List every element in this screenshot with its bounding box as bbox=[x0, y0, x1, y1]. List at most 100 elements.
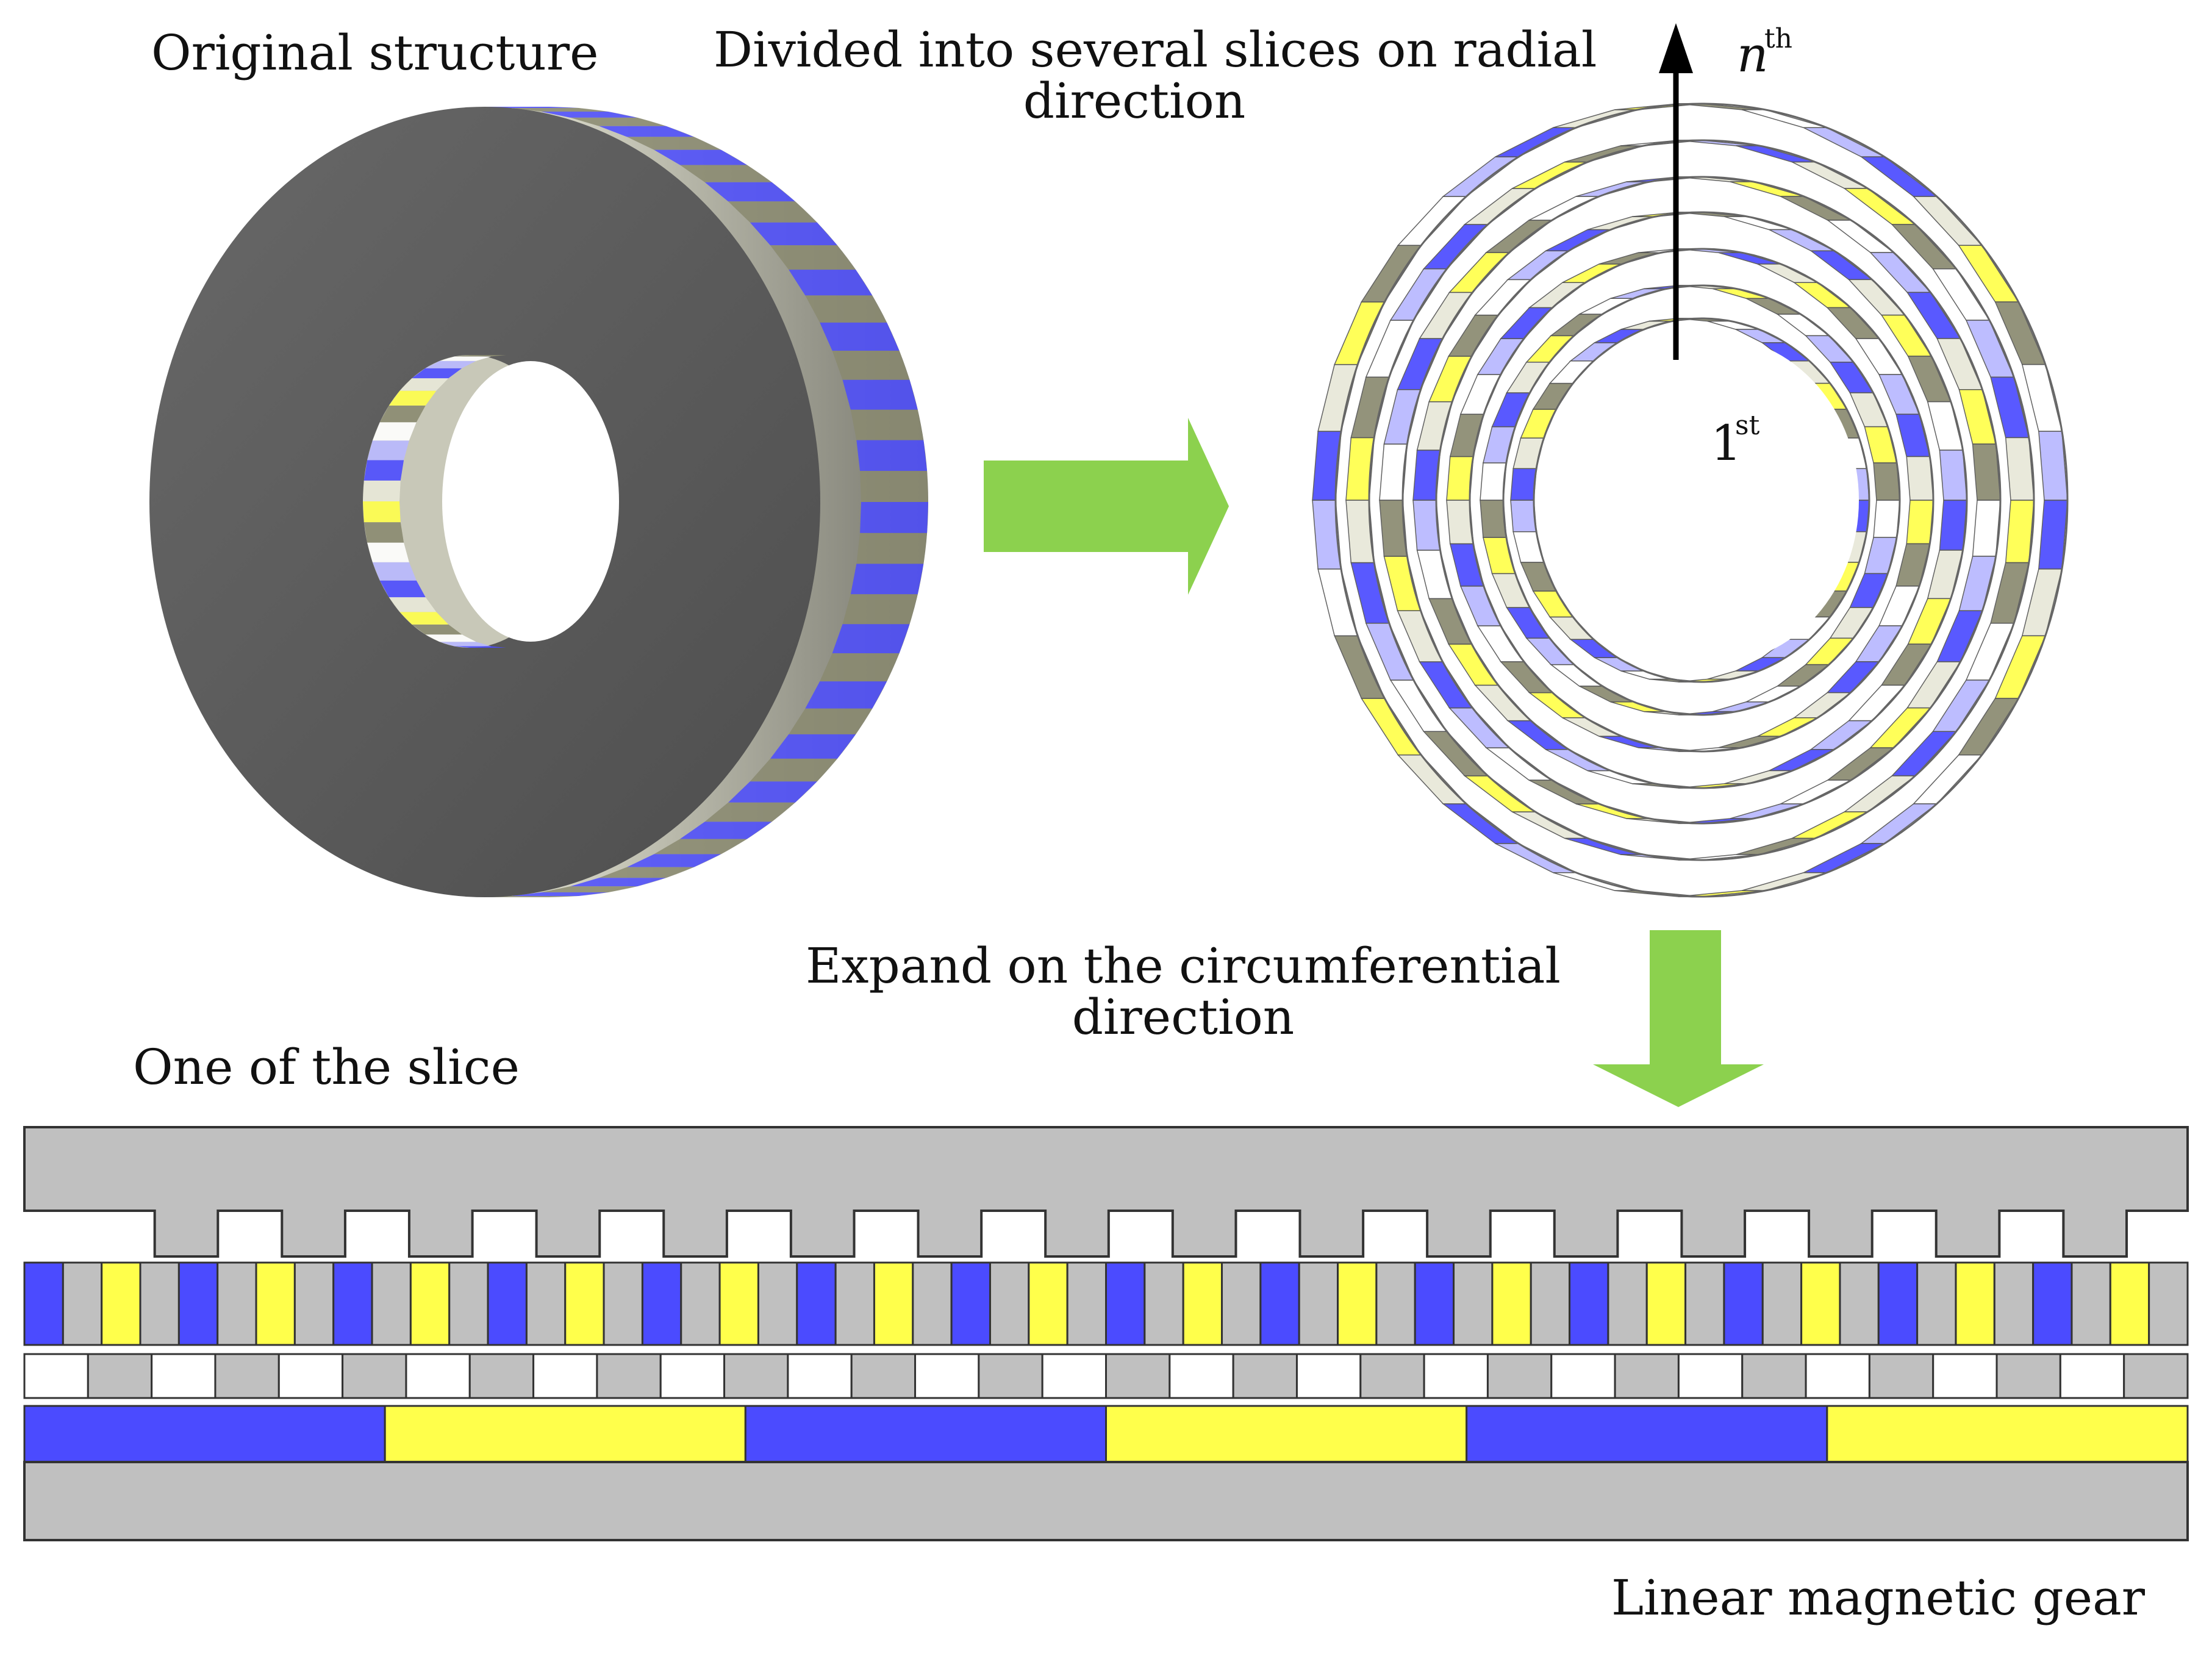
ring-segment bbox=[1907, 356, 1952, 403]
bore-stripe bbox=[379, 580, 426, 598]
gear-magnet-cell bbox=[1723, 1261, 1764, 1346]
rim-stripe bbox=[570, 878, 667, 887]
gear-pole-piece bbox=[2059, 1353, 2125, 1399]
bore-stripe bbox=[454, 355, 506, 357]
gear-pole-piece bbox=[659, 1353, 726, 1399]
gear-magnet-cell bbox=[873, 1261, 914, 1346]
ring-segment bbox=[1803, 127, 1885, 157]
ring-outline bbox=[1401, 176, 2002, 825]
gear-pole-piece bbox=[1359, 1353, 1425, 1399]
bore-stripe bbox=[363, 460, 404, 481]
ring-outline bbox=[1334, 102, 2069, 898]
gear-magnet-cell bbox=[757, 1261, 798, 1346]
gear-pole-piece bbox=[23, 1353, 89, 1399]
bore-stripe bbox=[363, 522, 404, 543]
label-expand-line1: Expand on the circumferential bbox=[805, 937, 1561, 994]
gear-bottom-magnet bbox=[1466, 1405, 1828, 1463]
ring-segment bbox=[1741, 109, 1827, 128]
ring-segment bbox=[1506, 720, 1570, 750]
gear-pole-piece bbox=[1041, 1353, 1108, 1399]
bore-stripe bbox=[425, 634, 476, 642]
ring-segment bbox=[1855, 338, 1903, 375]
gear-pole-piece bbox=[723, 1353, 789, 1399]
gear-pole-piece bbox=[850, 1353, 917, 1399]
ring-segment bbox=[1878, 586, 1920, 626]
ring-segment bbox=[1532, 382, 1574, 410]
ring-segment bbox=[1906, 500, 1934, 545]
rim-stripe bbox=[789, 270, 873, 296]
ring-segment bbox=[1907, 598, 1952, 645]
rim-stripe bbox=[704, 802, 795, 822]
ring-outline bbox=[1368, 139, 2035, 861]
ring-segment bbox=[1491, 392, 1531, 428]
gear-pole-piece bbox=[1995, 1353, 2061, 1399]
gear-magnet-cell bbox=[718, 1261, 759, 1346]
ring-segment bbox=[1480, 462, 1507, 501]
ring-segment bbox=[1548, 360, 1595, 384]
gear-pole-piece bbox=[2123, 1353, 2189, 1399]
bore-stripe bbox=[399, 612, 449, 625]
ring-outline bbox=[1435, 211, 1968, 789]
gear-magnet-cell bbox=[371, 1261, 412, 1346]
ring-segment bbox=[1491, 573, 1531, 608]
label-expand: Expand on the circumferential direction bbox=[805, 941, 1561, 1043]
ring-segment bbox=[1448, 252, 1511, 293]
ring-segment bbox=[1792, 811, 1868, 839]
gear-pole-piece bbox=[1868, 1353, 1935, 1399]
ring-segment bbox=[1548, 616, 1595, 640]
original-disk bbox=[149, 107, 928, 897]
green-arrow-right bbox=[984, 418, 1229, 595]
bore-stripe bbox=[372, 562, 417, 581]
gear-magnet-cell bbox=[409, 1261, 451, 1346]
ring-segment bbox=[1843, 188, 1917, 225]
gear-pole-piece bbox=[596, 1353, 662, 1399]
gear-pole-piece bbox=[1741, 1353, 1807, 1399]
bore-stripe bbox=[425, 360, 476, 368]
ring-segment bbox=[1803, 843, 1885, 873]
bore-stripe bbox=[363, 501, 401, 523]
ring-segment bbox=[1855, 625, 1903, 662]
ring-segment bbox=[1416, 401, 1453, 451]
ring-segment bbox=[1826, 661, 1880, 694]
rim-stripe bbox=[541, 111, 638, 118]
ring-segment bbox=[1506, 250, 1570, 281]
gear-pole-piece bbox=[342, 1353, 407, 1399]
ring-segment bbox=[1569, 639, 1619, 658]
gear-magnet-cell bbox=[1105, 1261, 1146, 1346]
ring-segment bbox=[2038, 431, 2068, 501]
bore-stripe bbox=[454, 646, 506, 648]
gear-magnet-cell bbox=[293, 1261, 335, 1346]
gear-magnet-cell bbox=[1607, 1261, 1648, 1346]
ring-segment bbox=[1826, 220, 1895, 253]
gear-magnet-cell bbox=[1955, 1261, 1995, 1346]
gear-pole-piece bbox=[1105, 1353, 1171, 1399]
ring-segment bbox=[1736, 145, 1816, 163]
gear-pole-piece bbox=[1805, 1353, 1870, 1399]
gear-magnet-cell bbox=[564, 1261, 605, 1346]
rim-stripe bbox=[770, 245, 856, 270]
ring-segment bbox=[1829, 607, 1874, 639]
gear-pole-piece bbox=[1295, 1353, 1362, 1399]
ring-segment bbox=[1864, 537, 1898, 575]
ring-segment bbox=[1484, 747, 1554, 781]
ring-segment bbox=[1317, 568, 1359, 637]
ring-segment bbox=[1873, 500, 1900, 538]
ring-segment bbox=[1780, 196, 1852, 221]
ring-segment bbox=[1428, 356, 1473, 403]
gear-magnet-cell bbox=[217, 1261, 257, 1346]
ring-segment bbox=[1805, 637, 1855, 665]
gear-magnet-cell bbox=[332, 1261, 373, 1346]
gear-pole-piece bbox=[978, 1353, 1043, 1399]
ring-segment bbox=[1906, 456, 1934, 501]
ring-segment bbox=[1383, 389, 1422, 445]
gear-pole-piece bbox=[1550, 1353, 1616, 1399]
gear-magnet-cell bbox=[62, 1261, 103, 1346]
ring-segment bbox=[1447, 643, 1500, 686]
rim-stripe bbox=[856, 532, 928, 564]
ring-segment bbox=[1506, 361, 1551, 393]
gear-bottom-magnet bbox=[1105, 1405, 1468, 1463]
label-linear-gear: Linear magnetic gear bbox=[1611, 1569, 2146, 1626]
label-divided-line1: Divided into several slices on radial bbox=[714, 21, 1597, 78]
ring-segment bbox=[1880, 643, 1933, 686]
